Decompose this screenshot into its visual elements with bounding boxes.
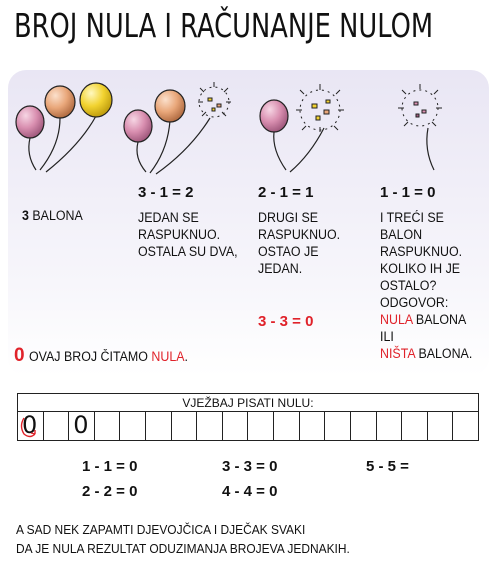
- practice-grid: 0 0: [17, 411, 479, 441]
- answer-balona-1: BALONA: [415, 312, 467, 327]
- practice-cell[interactable]: [428, 412, 454, 440]
- writing-direction-arrow-icon: [20, 417, 36, 438]
- practice-cell[interactable]: [44, 412, 70, 440]
- zero-text: OVAJ BROJ ČITAMO: [29, 349, 148, 364]
- zero-nula-word: NULA: [151, 349, 185, 364]
- col4-text: I TREĆI SE BALON RASPUKNUO. KOLIKO IH JE…: [380, 210, 463, 293]
- practice-cell[interactable]: [325, 412, 351, 440]
- balloon-group-3: [259, 99, 325, 173]
- rhyme-line-2: DA JE NULA REZULTAT ODUZIMANJA BROJEVA J…: [16, 541, 350, 556]
- zero-digit: 0: [14, 345, 25, 366]
- col1-text: BALONA: [32, 208, 83, 223]
- practice-cell[interactable]: [95, 412, 121, 440]
- col3-equation: 2 - 1 = 1: [258, 184, 314, 201]
- practice-cell[interactable]: [274, 412, 300, 440]
- exercise-2: 3 - 3 = 0: [222, 458, 278, 475]
- practice-cell[interactable]: [377, 412, 403, 440]
- practice-cell[interactable]: [453, 412, 478, 440]
- exercise-4: 2 - 2 = 0: [82, 483, 138, 500]
- col2-equation: 3 - 1 = 2: [138, 184, 194, 201]
- exercise-5: 4 - 4 = 0: [222, 483, 278, 500]
- rhyme-line-1: A SAD NEK ZAPAMTI DJEVOJČICA I DJEČAK SV…: [16, 522, 306, 537]
- zero-dot: .: [184, 349, 189, 364]
- zero-reading-line: 0 OVAJ BROJ ČITAMO NULA.: [14, 345, 202, 367]
- practice-cell[interactable]: [248, 412, 275, 440]
- practice-cell[interactable]: [120, 412, 147, 440]
- zero-reading-text: OVAJ BROJ ČITAMO NULA.: [29, 348, 188, 365]
- practice-cell[interactable]: [197, 412, 223, 440]
- balloon-illustrations: [15, 82, 442, 175]
- burst-2: [198, 82, 231, 118]
- balloon-group-2: [123, 89, 211, 175]
- col4-equation: 1 - 1 = 0: [380, 184, 436, 201]
- practice-cell[interactable]: [172, 412, 198, 440]
- exercise-3[interactable]: 5 - 5 =: [366, 458, 409, 475]
- col2-text: JEDAN SE RASPUKNUO. OSTALA SU DVA,: [138, 210, 238, 259]
- balloon-group-1: [15, 82, 113, 173]
- answer-nista: NIŠTA: [380, 346, 415, 361]
- practice-zero-example: 0: [22, 411, 38, 439]
- col3-equation-result: 3 - 3 = 0: [258, 313, 314, 330]
- col4-answer: ODGOVOR: NULA BALONA ILI NIŠTA BALONA.: [380, 294, 472, 362]
- practice-cell[interactable]: 0: [18, 411, 44, 440]
- practice-cell[interactable]: 0: [69, 411, 95, 440]
- answer-balona-2: BALONA.: [418, 346, 473, 361]
- practice-cell[interactable]: [223, 412, 249, 440]
- page-title: BROJ NULA I RAČUNANJE NULOM: [14, 6, 434, 45]
- practice-zero: 0: [73, 411, 89, 439]
- practice-cell[interactable]: [402, 412, 428, 440]
- exercise-1: 1 - 1 = 0: [82, 458, 138, 475]
- balloon-panel: [8, 70, 489, 376]
- burst-3: [296, 84, 344, 132]
- practice-cell[interactable]: [351, 412, 377, 440]
- practice-label: VJEŽBAJ PISATI NULU:: [17, 393, 479, 412]
- col1-number: 3: [22, 208, 29, 223]
- col1-caption: 3 BALONA: [22, 190, 83, 224]
- col3-text: DRUGI SE RASPUKNUO. OSTAO JE JEDAN.: [258, 210, 341, 276]
- bottom-rhyme: A SAD NEK ZAPAMTI DJEVOJČICA I DJEČAK SV…: [16, 520, 350, 558]
- answer-ili: ILI: [380, 329, 394, 344]
- answer-nula: NULA: [380, 312, 413, 327]
- burst-4: [398, 84, 442, 171]
- answer-label: ODGOVOR:: [380, 295, 449, 310]
- practice-cell[interactable]: [146, 412, 172, 440]
- practice-cell[interactable]: [300, 412, 326, 440]
